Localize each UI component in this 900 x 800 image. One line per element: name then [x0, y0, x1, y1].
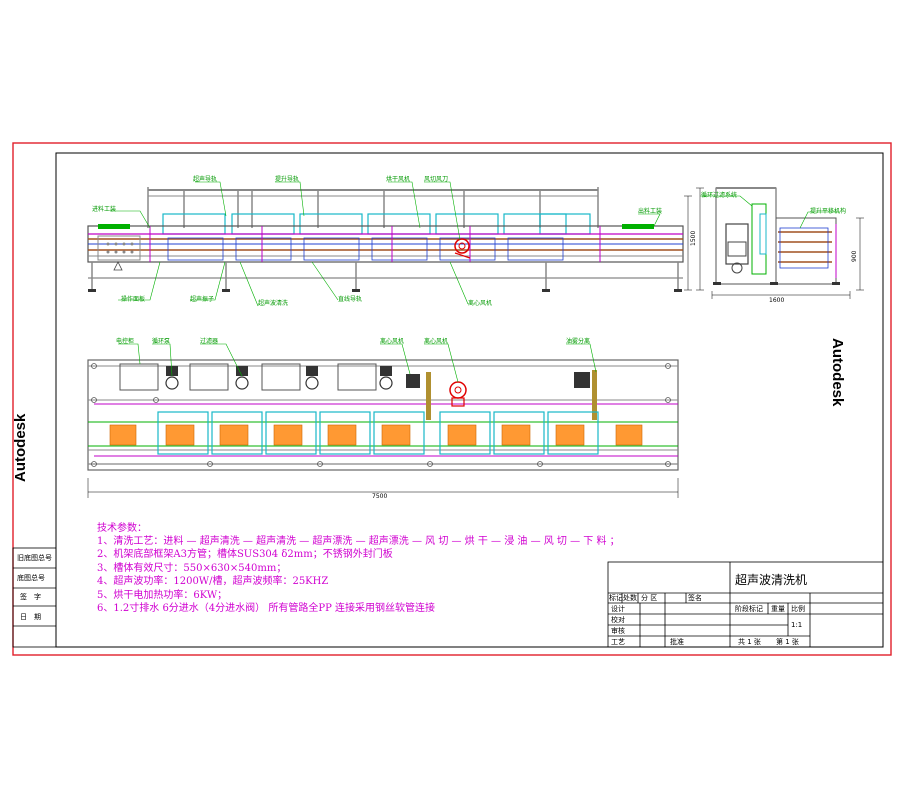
tb-approve: 批准: [670, 638, 684, 646]
callout-control-box: 操作面板: [121, 296, 146, 303]
tech-note-2: 2、机架底部框架A3方管；槽体SUS304 δ2mm；不锈钢外封门板: [97, 549, 393, 560]
tb-header-sign: 签名: [688, 594, 702, 602]
callout-up-rack: 提升导轨: [275, 176, 300, 183]
callout-out-station: 出料工装: [638, 208, 663, 215]
drawing-title: 超声波清洗机: [735, 573, 808, 587]
signature-label: 签 字: [20, 593, 41, 601]
callout-plan-b: 循环泵: [152, 338, 171, 345]
old-drawing-total-label: 旧底图总号: [17, 554, 52, 562]
tb-role-design: 设计: [611, 605, 625, 613]
callout-plan-d: 离心风机: [380, 338, 405, 345]
callout-plan-e: 离心风机: [424, 338, 449, 345]
callout-plan-a: 电控柜: [116, 338, 135, 345]
callout-centrifuge: 离心风机: [468, 300, 493, 307]
tb-scale: 1:1: [791, 621, 803, 629]
title-block: [607, 561, 884, 648]
callout-ultra-tank: 超声波清洗: [258, 300, 289, 307]
tech-note-5: 5、烘干电加热功率：6KW；: [97, 590, 228, 601]
tb-sheet-no: 第 1 张: [776, 638, 799, 646]
callout-plan-c: 过滤器: [200, 338, 219, 345]
tech-note-1: 1、清洗工艺：进料 — 超声清洗 — 超声清洗 — 超声漂洗 — 超声漂洗 — …: [97, 536, 620, 547]
callout-air-knife: 风切风刀: [424, 176, 449, 183]
callout-filter-system: 循环过滤系统: [701, 192, 738, 199]
date-label: 日 期: [20, 613, 41, 621]
tb-role-check: 校对: [611, 616, 625, 624]
tb-stage: 阶段标记: [735, 605, 763, 613]
tech-note-6: 6、1.2寸排水 6分进水（4分进水阀） 所有管路全PP 连接采用钢丝软管连接: [97, 603, 435, 614]
dim-end-width: 1600: [769, 297, 785, 304]
callout-pump: 直线导轨: [338, 296, 363, 303]
tb-scale-label: 比例: [791, 605, 805, 613]
dim-side-height: 1500: [690, 230, 697, 246]
tech-note-3: 3、槽体有效尺寸：550×630×540mm；: [97, 563, 287, 574]
side-elevation: [87, 181, 692, 307]
autodesk-watermark-left: Autodesk: [12, 413, 29, 482]
tb-header-zone: 分 区: [641, 594, 658, 602]
tb-header-mark: 标记: [609, 594, 623, 602]
tech-note-4: 4、超声波功率：1200W/槽，超声波频率：25KHZ: [97, 576, 329, 587]
callout-dry-fan: 烘干风机: [386, 176, 411, 183]
inner-frame: [55, 152, 884, 648]
tb-sheets-total: 共 1 张: [738, 638, 761, 646]
callout-plan-f: 油雾分离: [566, 338, 591, 345]
dim-end-height: 900: [851, 250, 858, 262]
outer-border: [12, 142, 892, 656]
autodesk-watermark-right: Autodesk: [829, 338, 846, 407]
tb-weight: 重量: [771, 605, 785, 613]
end-view: [696, 187, 864, 299]
callout-spray-rack: 超声导轨: [193, 176, 218, 183]
tb-role-process: 工艺: [611, 638, 625, 646]
plan-view: [87, 343, 679, 498]
tech-notes-heading: 技术参数：: [97, 523, 147, 534]
tb-header-count: 处数: [623, 594, 637, 602]
base-drawing-total-label: 底图总号: [17, 574, 45, 582]
tb-role-review: 审核: [611, 627, 625, 635]
callout-feed-station: 进料工装: [92, 206, 117, 213]
dim-total-length: 7500: [372, 493, 388, 500]
left-strip-table: [12, 547, 57, 648]
callout-transducer: 超声振子: [190, 296, 215, 303]
callout-lift-mechanism: 提升平移机构: [810, 208, 847, 215]
